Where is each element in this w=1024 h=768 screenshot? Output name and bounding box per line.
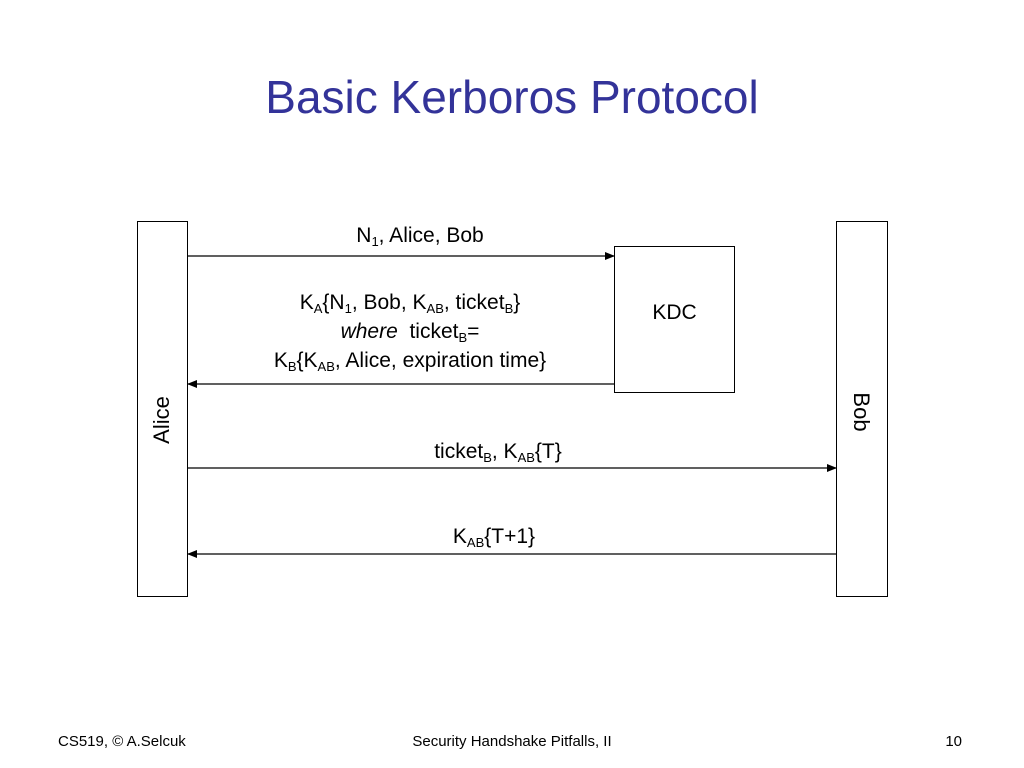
page-number: 10 [945, 733, 962, 750]
message-2-line-2: where ticketB= [340, 320, 480, 345]
message-2-label: KA{N1, Bob, KAB, ticketB} where ticketB=… [200, 288, 620, 375]
message-4-label: KAB{T+1} [452, 525, 536, 550]
kdc-label: KDC [652, 301, 697, 324]
bob-lifeline [836, 221, 888, 597]
bob-label: Bob [849, 392, 874, 432]
slide-title: Basic Kerboros Protocol [265, 71, 759, 123]
message-2-line-3: KB{KAB, Alice, expiration time} [273, 349, 547, 374]
alice-lifeline [137, 221, 188, 597]
message-3-label: ticketB, KAB{T} [434, 440, 562, 465]
footer-left: CS519, © A.Selcuk [58, 733, 186, 750]
alice-label: Alice [149, 396, 174, 444]
kdc-box [614, 246, 735, 393]
message-1-label: N1, Alice, Bob [356, 224, 484, 249]
message-2-line-1: KA{N1, Bob, KAB, ticketB} [299, 291, 521, 316]
footer-center: Security Handshake Pitfalls, II [412, 733, 612, 750]
